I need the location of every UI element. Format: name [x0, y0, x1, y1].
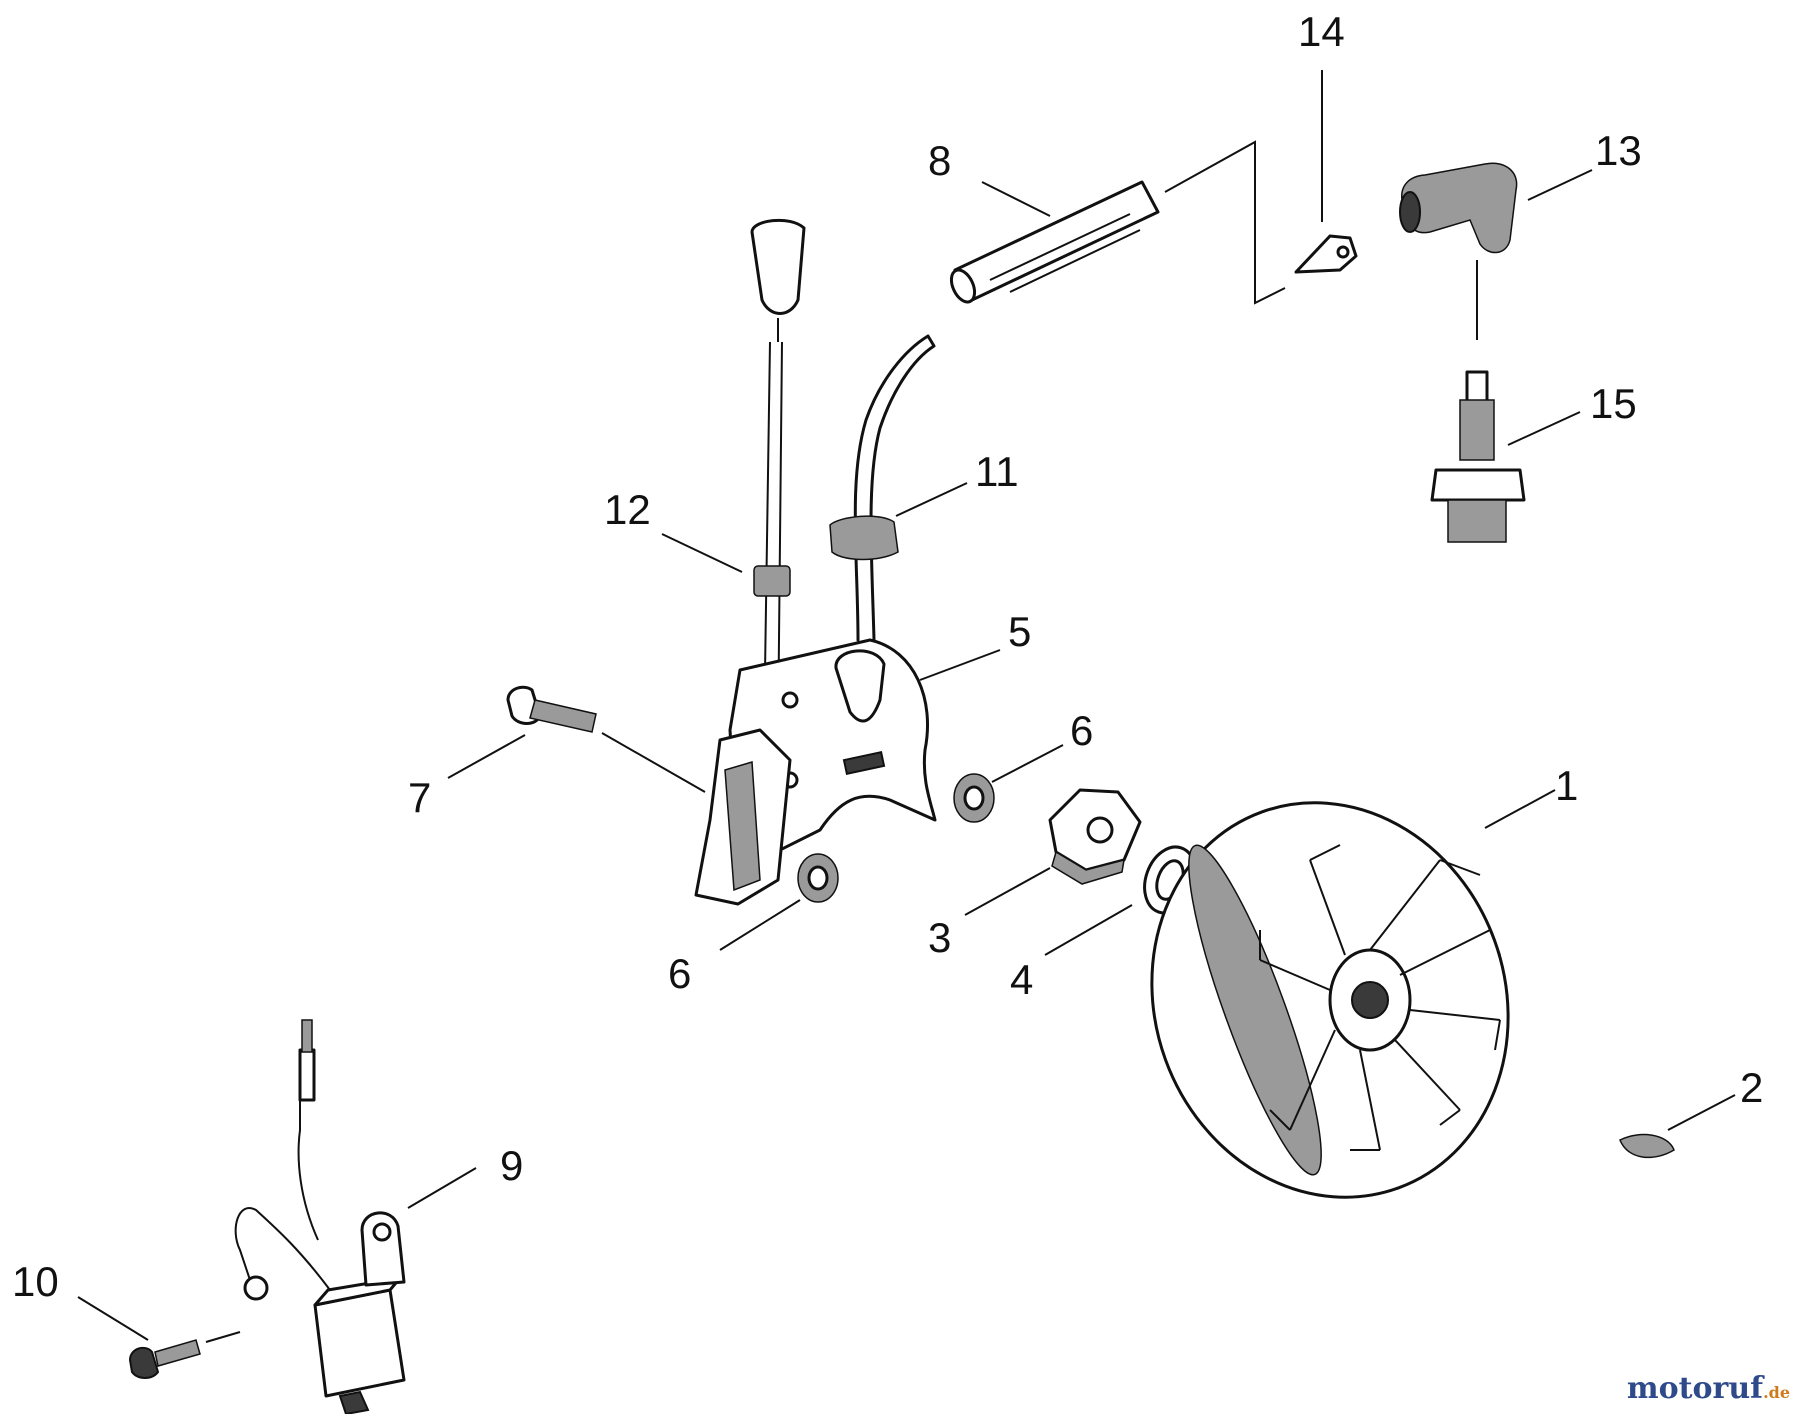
label-5: 5	[1008, 608, 1031, 655]
label-15: 15	[1590, 380, 1637, 427]
part-7-slider	[694, 728, 792, 906]
part-1-flywheel	[1150, 801, 1510, 1199]
part-7-bolt	[506, 685, 597, 733]
assembly-line-7	[601, 732, 706, 793]
part-3-hex-nut	[1048, 788, 1142, 885]
label-9: 9	[500, 1142, 523, 1189]
label-4: 4	[1010, 956, 1033, 1003]
leader-12	[661, 533, 743, 573]
leader-8	[981, 181, 1051, 217]
leader-9	[407, 1167, 477, 1209]
leader-15	[1507, 411, 1581, 446]
part-6-nut-lower	[797, 853, 839, 903]
label-6b: 6	[668, 950, 691, 997]
part-12-cable	[750, 218, 806, 739]
leader-3	[964, 867, 1051, 916]
part-8-tube	[949, 180, 1160, 304]
assembly-line-8-14	[1164, 140, 1286, 305]
leader-4	[1044, 904, 1133, 956]
part-14-clip	[1294, 234, 1358, 274]
label-13: 13	[1595, 127, 1642, 174]
leader-lines	[77, 70, 1736, 1341]
label-11: 11	[975, 448, 1019, 495]
label-1: 1	[1555, 762, 1578, 809]
watermark-brand: motoruf	[1626, 1371, 1764, 1406]
label-10: 10	[12, 1258, 59, 1305]
part-2-key	[1619, 1133, 1675, 1159]
watermark: motoruf.de	[1627, 1371, 1790, 1406]
label-14: 14	[1298, 8, 1345, 55]
part-11-cable	[829, 334, 936, 642]
part-labels: 1 2 3 4 5 6 6 7 8 9 10 11 12 13 14 15	[12, 8, 1763, 1305]
label-2: 2	[1740, 1064, 1763, 1111]
leader-5	[919, 649, 1001, 681]
leader-10	[77, 1296, 149, 1341]
label-6a: 6	[1070, 707, 1093, 754]
label-8: 8	[928, 137, 951, 184]
part-10-screw	[128, 1339, 201, 1379]
assembly-line-10-9	[205, 1331, 241, 1343]
leader-7	[447, 734, 526, 779]
part-9-ignition-coil	[234, 1019, 406, 1414]
part-6-nut-upper	[953, 773, 995, 823]
label-12: 12	[604, 486, 651, 533]
leader-2	[1667, 1094, 1736, 1131]
leader-11	[895, 482, 968, 517]
watermark-tld: .de	[1763, 1383, 1790, 1402]
leader-6a	[991, 744, 1064, 783]
leader-6b	[719, 899, 801, 951]
label-7: 7	[408, 774, 431, 821]
leader-13	[1527, 169, 1593, 201]
part-13-plug-boot	[1399, 162, 1518, 254]
part-15-spark-plug	[1430, 370, 1526, 543]
leader-1	[1484, 789, 1556, 829]
label-3: 3	[928, 914, 951, 961]
